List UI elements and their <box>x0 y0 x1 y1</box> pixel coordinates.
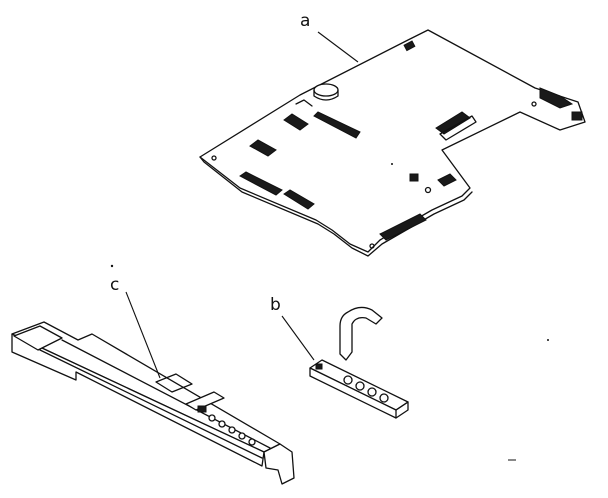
part-c-bracket <box>11 321 295 485</box>
socket-left <box>249 139 277 157</box>
connector-block-left <box>283 113 309 131</box>
led-1 <box>343 375 353 385</box>
bracket-left-block <box>13 325 63 351</box>
bracket-ridge-2 <box>61 339 271 449</box>
label-c: c <box>110 275 119 295</box>
bracket-hole-3 <box>228 426 236 434</box>
connector-long-center <box>313 111 361 139</box>
bracket-end-tab <box>263 443 295 485</box>
callout-line-c <box>125 291 161 379</box>
label-a: a <box>300 11 310 31</box>
connector-lower-left-a <box>239 171 283 196</box>
speck-1 <box>110 264 114 268</box>
board-edge <box>199 156 473 257</box>
hole-middle <box>424 186 432 194</box>
connector-tab-right <box>571 111 583 121</box>
connector-lower-left-b <box>283 189 315 210</box>
mount-hole-right <box>531 101 537 107</box>
mount-hole-left <box>211 155 217 161</box>
led-2 <box>355 381 365 391</box>
flex-cable <box>339 306 383 361</box>
bracket-hole-2 <box>218 420 226 428</box>
bracket-chip <box>197 405 207 413</box>
connector-top <box>403 40 416 52</box>
bracket-window <box>185 391 225 411</box>
connector-right-upper <box>435 111 471 135</box>
led-board-chip <box>315 363 323 370</box>
bracket-hole-5 <box>248 438 256 446</box>
connector-outline-left <box>295 99 313 107</box>
part-b-led-board <box>309 306 409 419</box>
bracket-step <box>155 373 193 393</box>
battery-side <box>313 89 339 101</box>
chip-middle <box>409 173 419 182</box>
label-b: b <box>270 295 281 315</box>
led-3 <box>367 387 377 397</box>
battery-cell <box>313 83 339 97</box>
bracket-hole-4 <box>238 432 246 440</box>
connector-right-lower <box>439 115 477 141</box>
led-4 <box>379 393 389 403</box>
speck-3 <box>547 339 549 341</box>
mount-hole-bottom <box>369 243 375 249</box>
speck-2 <box>391 163 393 165</box>
bracket-front-face <box>11 333 265 467</box>
connector-edge-right <box>539 87 574 109</box>
part-a-system-board <box>199 29 586 257</box>
callout-line-b <box>281 315 315 361</box>
callout-line-a <box>317 31 359 63</box>
connector-notch <box>437 173 457 187</box>
bracket-ridge-1 <box>39 349 263 459</box>
bracket-hole-1 <box>208 414 216 422</box>
connector-bottom <box>379 213 427 241</box>
led-board-side <box>395 401 409 419</box>
